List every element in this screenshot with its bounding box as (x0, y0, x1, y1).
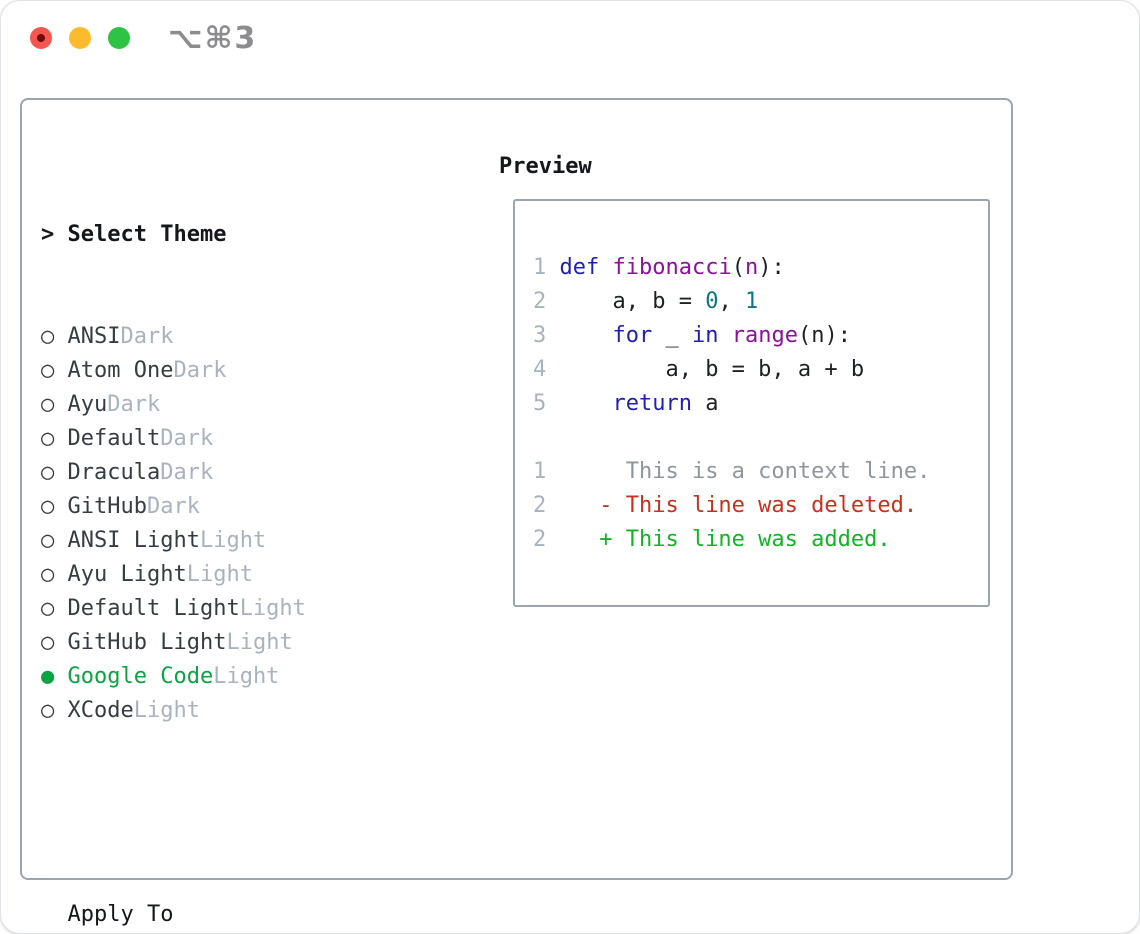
diff-line: 2 - This line was deleted. (533, 493, 918, 518)
theme-option-atom-one[interactable]: ○ Atom OneDark (41, 354, 412, 388)
radio-unselected-icon: ○ (41, 596, 68, 621)
diff-line: 2 + This line was added. (533, 527, 891, 552)
radio-unselected-icon: ○ (41, 630, 68, 655)
theme-variant-tag: Light (239, 596, 306, 621)
zoom-button-icon[interactable] (108, 27, 130, 49)
theme-list: ○ ANSIDark○ Atom OneDark○ AyuDark○ Defau… (41, 320, 412, 728)
theme-variant-tag: Dark (120, 324, 174, 349)
minimize-button-icon[interactable] (69, 27, 91, 49)
theme-name: Ayu Light (67, 562, 187, 587)
blank-code-line (533, 421, 988, 455)
theme-variant-tag: Dark (160, 426, 214, 451)
theme-name: Dracula (67, 460, 161, 485)
code-line: 4 a, b = b, a + b (533, 357, 865, 382)
theme-variant-tag: Dark (146, 494, 200, 519)
radio-unselected-icon: ○ (41, 562, 68, 587)
theme-option-ansi-light[interactable]: ○ ANSI LightLight (41, 524, 412, 558)
code-line: 1 def fibonacci(n): (533, 255, 785, 280)
theme-name: GitHub (67, 494, 147, 519)
radio-unselected-icon: ○ (41, 358, 68, 383)
theme-variant-tag: Light (133, 698, 200, 723)
spacer (41, 796, 412, 830)
preview-title: Preview (499, 154, 592, 179)
preview-column: Preview 1 def fibonacci(n): 2 a, b = 0, 1… (499, 150, 990, 607)
theme-variant-tag: Light (199, 528, 267, 553)
theme-option-dracula[interactable]: ○ DraculaDark (41, 456, 412, 490)
select-theme-header: > Select Theme (41, 218, 412, 252)
theme-variant-tag: Dark (173, 358, 227, 383)
theme-variant-tag: Light (213, 664, 280, 689)
theme-name: Default (67, 426, 161, 451)
radio-unselected-icon: ○ (41, 460, 68, 485)
theme-selector-panel: > Select Theme ○ ANSIDark○ Atom OneDark○… (20, 98, 1013, 927)
theme-name: GitHub Light (67, 630, 227, 655)
traffic-lights (30, 27, 130, 49)
diff-line: 1 This is a context line. (533, 459, 931, 484)
theme-option-default[interactable]: ○ DefaultDark (41, 422, 412, 456)
theme-name: XCode (67, 698, 134, 723)
select-theme-title: Select Theme (67, 222, 227, 247)
theme-variant-tag: Light (226, 630, 293, 655)
preview-code-block: 1 def fibonacci(n): 2 a, b = 0, 1 3 for _ … (533, 251, 988, 421)
window-title: ⌥⌘3 (168, 20, 258, 56)
theme-option-xcode[interactable]: ○ XCodeLight (41, 694, 412, 728)
theme-variant-tag: Dark (160, 460, 214, 485)
theme-name: ANSI Light (67, 528, 200, 553)
theme-option-ansi[interactable]: ○ ANSIDark (41, 320, 412, 354)
preview-diff-block: 1 This is a context line. 2 - This line w… (533, 455, 988, 557)
theme-option-ayu[interactable]: ○ AyuDark (41, 388, 412, 422)
radio-unselected-icon: ○ (41, 528, 68, 553)
code-line: 5 return a (533, 391, 719, 416)
titlebar: ⌥⌘3 (1, 1, 1139, 75)
close-button-icon[interactable] (30, 27, 52, 49)
theme-option-github-light[interactable]: ○ GitHub LightLight (41, 626, 412, 660)
code-line: 2 a, b = 0, 1 (533, 289, 759, 314)
preview-box: 1 def fibonacci(n): 2 a, b = 0, 1 3 for _ … (513, 199, 990, 607)
theme-option-google-code[interactable]: ● Google CodeLight (41, 660, 412, 694)
theme-column: > Select Theme ○ ANSIDark○ Atom OneDark○… (41, 150, 412, 933)
prompt-caret-icon: > (41, 222, 55, 247)
radio-unselected-icon: ○ (41, 698, 68, 723)
radio-selected-icon: ● (41, 664, 68, 689)
radio-unselected-icon: ○ (41, 494, 68, 519)
theme-option-github[interactable]: ○ GitHubDark (41, 490, 412, 524)
theme-option-default-light[interactable]: ○ Default LightLight (41, 592, 412, 626)
apply-to-header: Apply To (67, 902, 174, 927)
radio-unselected-icon: ○ (41, 392, 68, 417)
theme-name: Ayu (67, 392, 108, 417)
theme-variant-tag: Dark (107, 392, 161, 417)
radio-unselected-icon: ○ (41, 324, 68, 349)
theme-name: Google Code (67, 664, 214, 689)
theme-variant-tag: Light (186, 562, 253, 587)
radio-unselected-icon: ○ (41, 426, 68, 451)
code-line: 3 for _ in range(n): (533, 323, 851, 348)
theme-option-ayu-light[interactable]: ○ Ayu LightLight (41, 558, 412, 592)
theme-name: Default Light (67, 596, 240, 621)
theme-name: ANSI (67, 324, 121, 349)
theme-name: Atom One (67, 358, 174, 383)
